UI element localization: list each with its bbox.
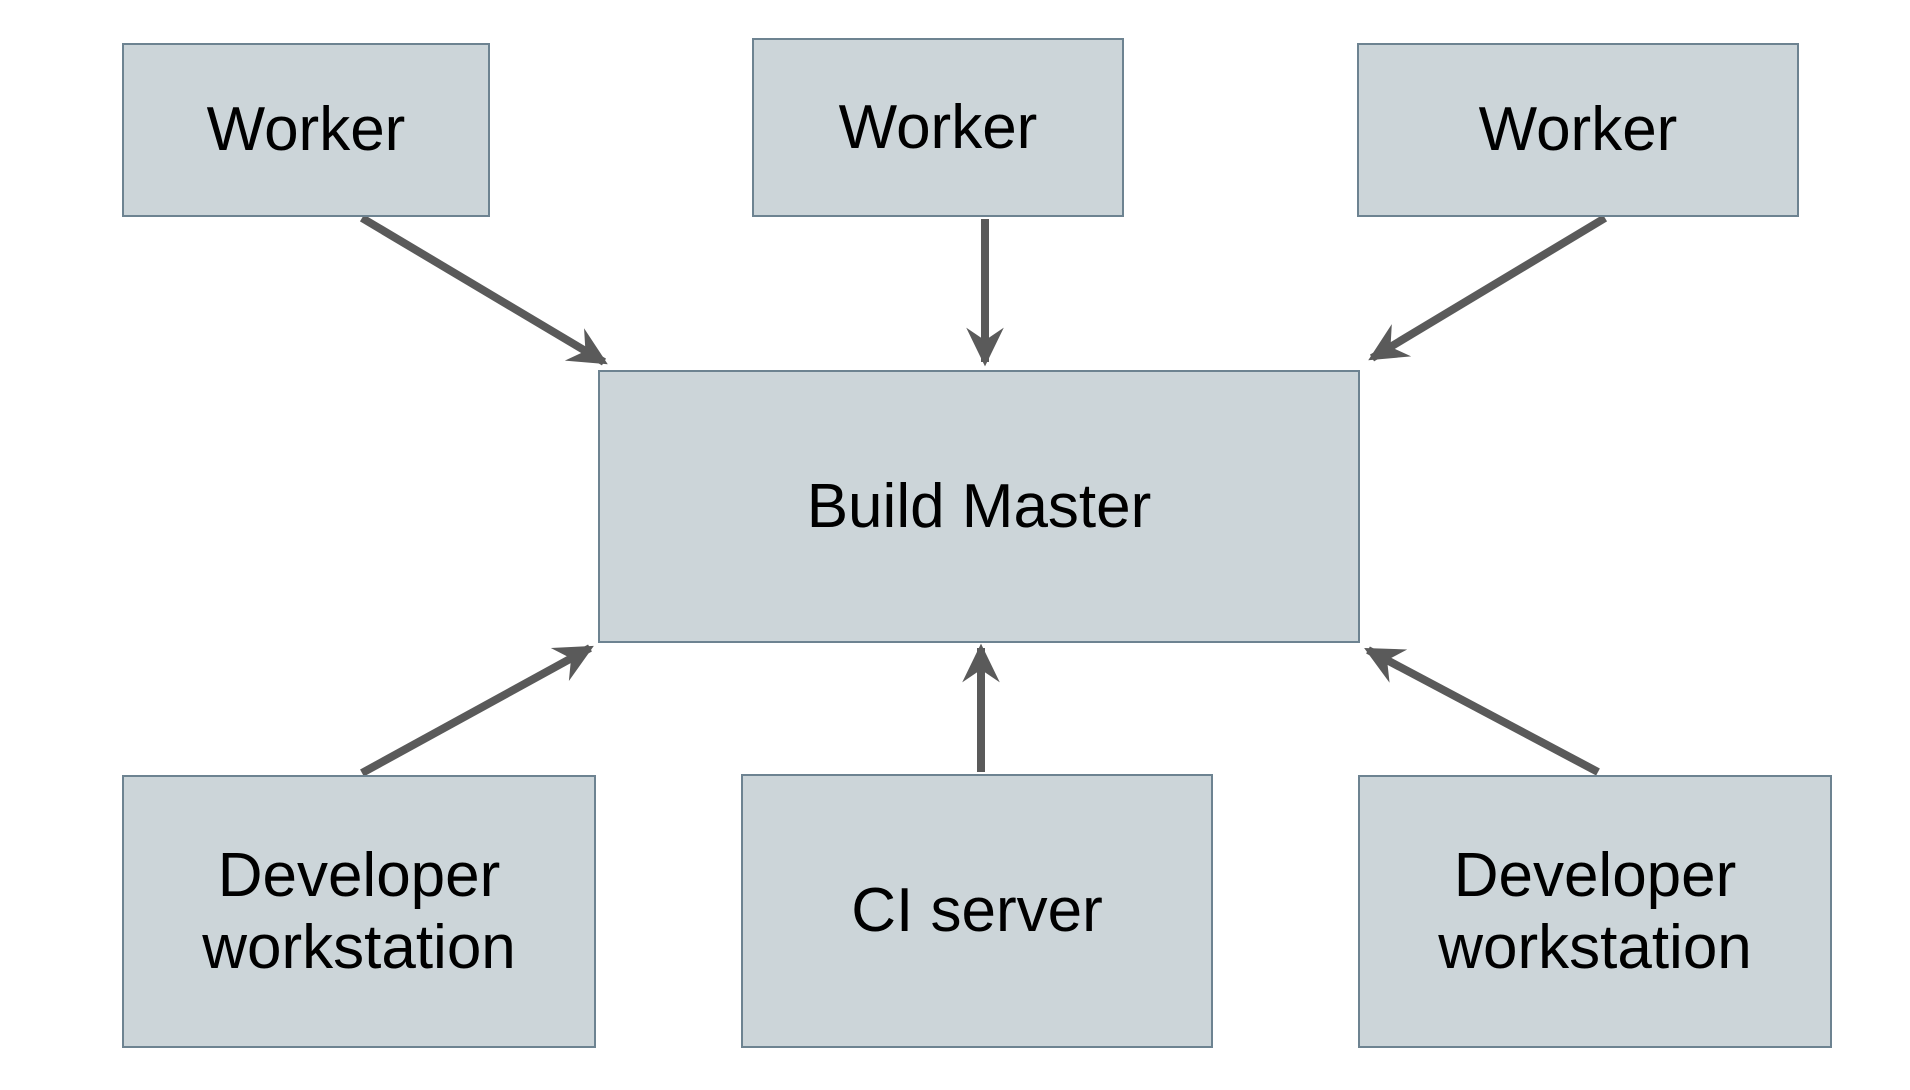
node-worker-right[interactable]: Worker (1357, 43, 1799, 217)
edge-worker-left-to-build-master (359, 214, 608, 366)
edge-developer-workstation-right-to-build-master (1364, 646, 1600, 776)
node-build-master[interactable]: Build Master (598, 370, 1360, 643)
node-label: Worker (1478, 95, 1678, 165)
node-developer-workstation-left[interactable]: Developer workstation (122, 775, 596, 1048)
node-worker-center[interactable]: Worker (752, 38, 1124, 217)
node-worker-left[interactable]: Worker (122, 43, 490, 217)
node-label: Developer workstation (202, 840, 516, 982)
edge-developer-workstation-left-to-build-master (360, 644, 594, 777)
node-developer-workstation-right[interactable]: Developer workstation (1358, 775, 1832, 1048)
edges-group (359, 214, 1608, 777)
node-label: Developer workstation (1438, 840, 1752, 982)
node-label: CI server (851, 876, 1103, 946)
node-label: Worker (838, 92, 1038, 162)
node-ci-server[interactable]: CI server (741, 774, 1213, 1048)
edge-worker-right-to-build-master (1368, 214, 1608, 362)
node-label: Build Master (806, 471, 1152, 541)
node-label: Worker (206, 95, 406, 165)
